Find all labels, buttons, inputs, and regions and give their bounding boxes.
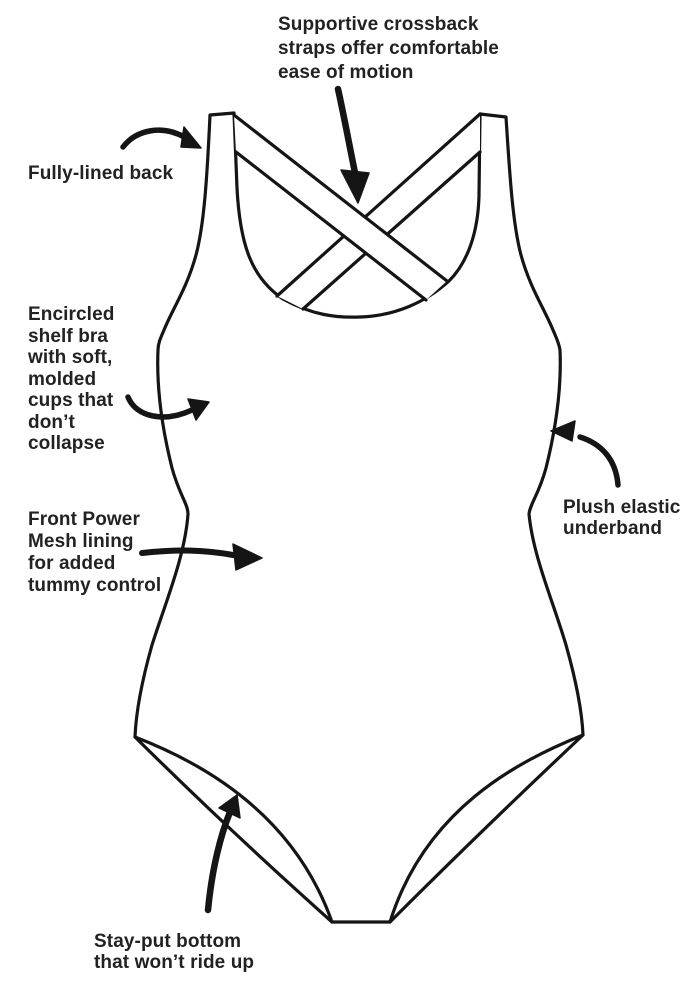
shelf-bra-arrow (125, 394, 210, 421)
crossback-strap-left-edges (232, 113, 449, 302)
power-mesh-arrow-shaft (139, 547, 236, 558)
fully-lined-back-arrow (120, 126, 202, 150)
shelf-bra-arrow-shaft (125, 394, 195, 420)
swimsuit-body-outline (133, 111, 585, 924)
shelf-bra-arrowhead-icon (187, 398, 210, 421)
elastic-underband-arrow (550, 420, 621, 488)
shelf-bra-label: Encircled shelf bra with soft, molded cu… (28, 304, 115, 454)
crossback-strap-right-fill (277, 114, 480, 309)
crossback-strap-left-fill (234, 115, 447, 300)
elastic-underband-arrow-shaft (577, 434, 621, 488)
crossback-arrow-shaft (334, 85, 361, 186)
power-mesh-arrow (139, 543, 263, 571)
left-leg-opening-hem-line (133, 735, 334, 924)
power-mesh-arrowhead-icon (232, 543, 263, 571)
right-leg-opening-hem-line (388, 733, 585, 924)
stay-put-bottom-label: Stay-put bottom that won’t ride up (94, 931, 255, 973)
stay-put-bottom-arrow-shaft (204, 808, 234, 914)
power-mesh-label: Front Power Mesh lining for added tummy … (28, 509, 162, 596)
elastic-underband-arrowhead-icon (550, 420, 576, 442)
fully-lined-back-label: Fully-lined back (28, 163, 174, 184)
crossback-arrow (334, 85, 370, 204)
fully-lined-back-arrow-shaft (120, 127, 189, 150)
elastic-underband-label: Plush elastic underband (563, 497, 681, 539)
crossback-straps (232, 112, 482, 311)
stay-put-bottom-arrowhead-icon (218, 794, 241, 819)
stay-put-bottom-arrow (204, 794, 241, 914)
fully-lined-back-arrowhead-icon (180, 126, 202, 149)
crossback-arrowhead-icon (340, 169, 370, 204)
crossback-strap-right-edges (275, 112, 482, 311)
crossback-straps-label: Supportive crossback straps offer comfor… (278, 14, 499, 83)
